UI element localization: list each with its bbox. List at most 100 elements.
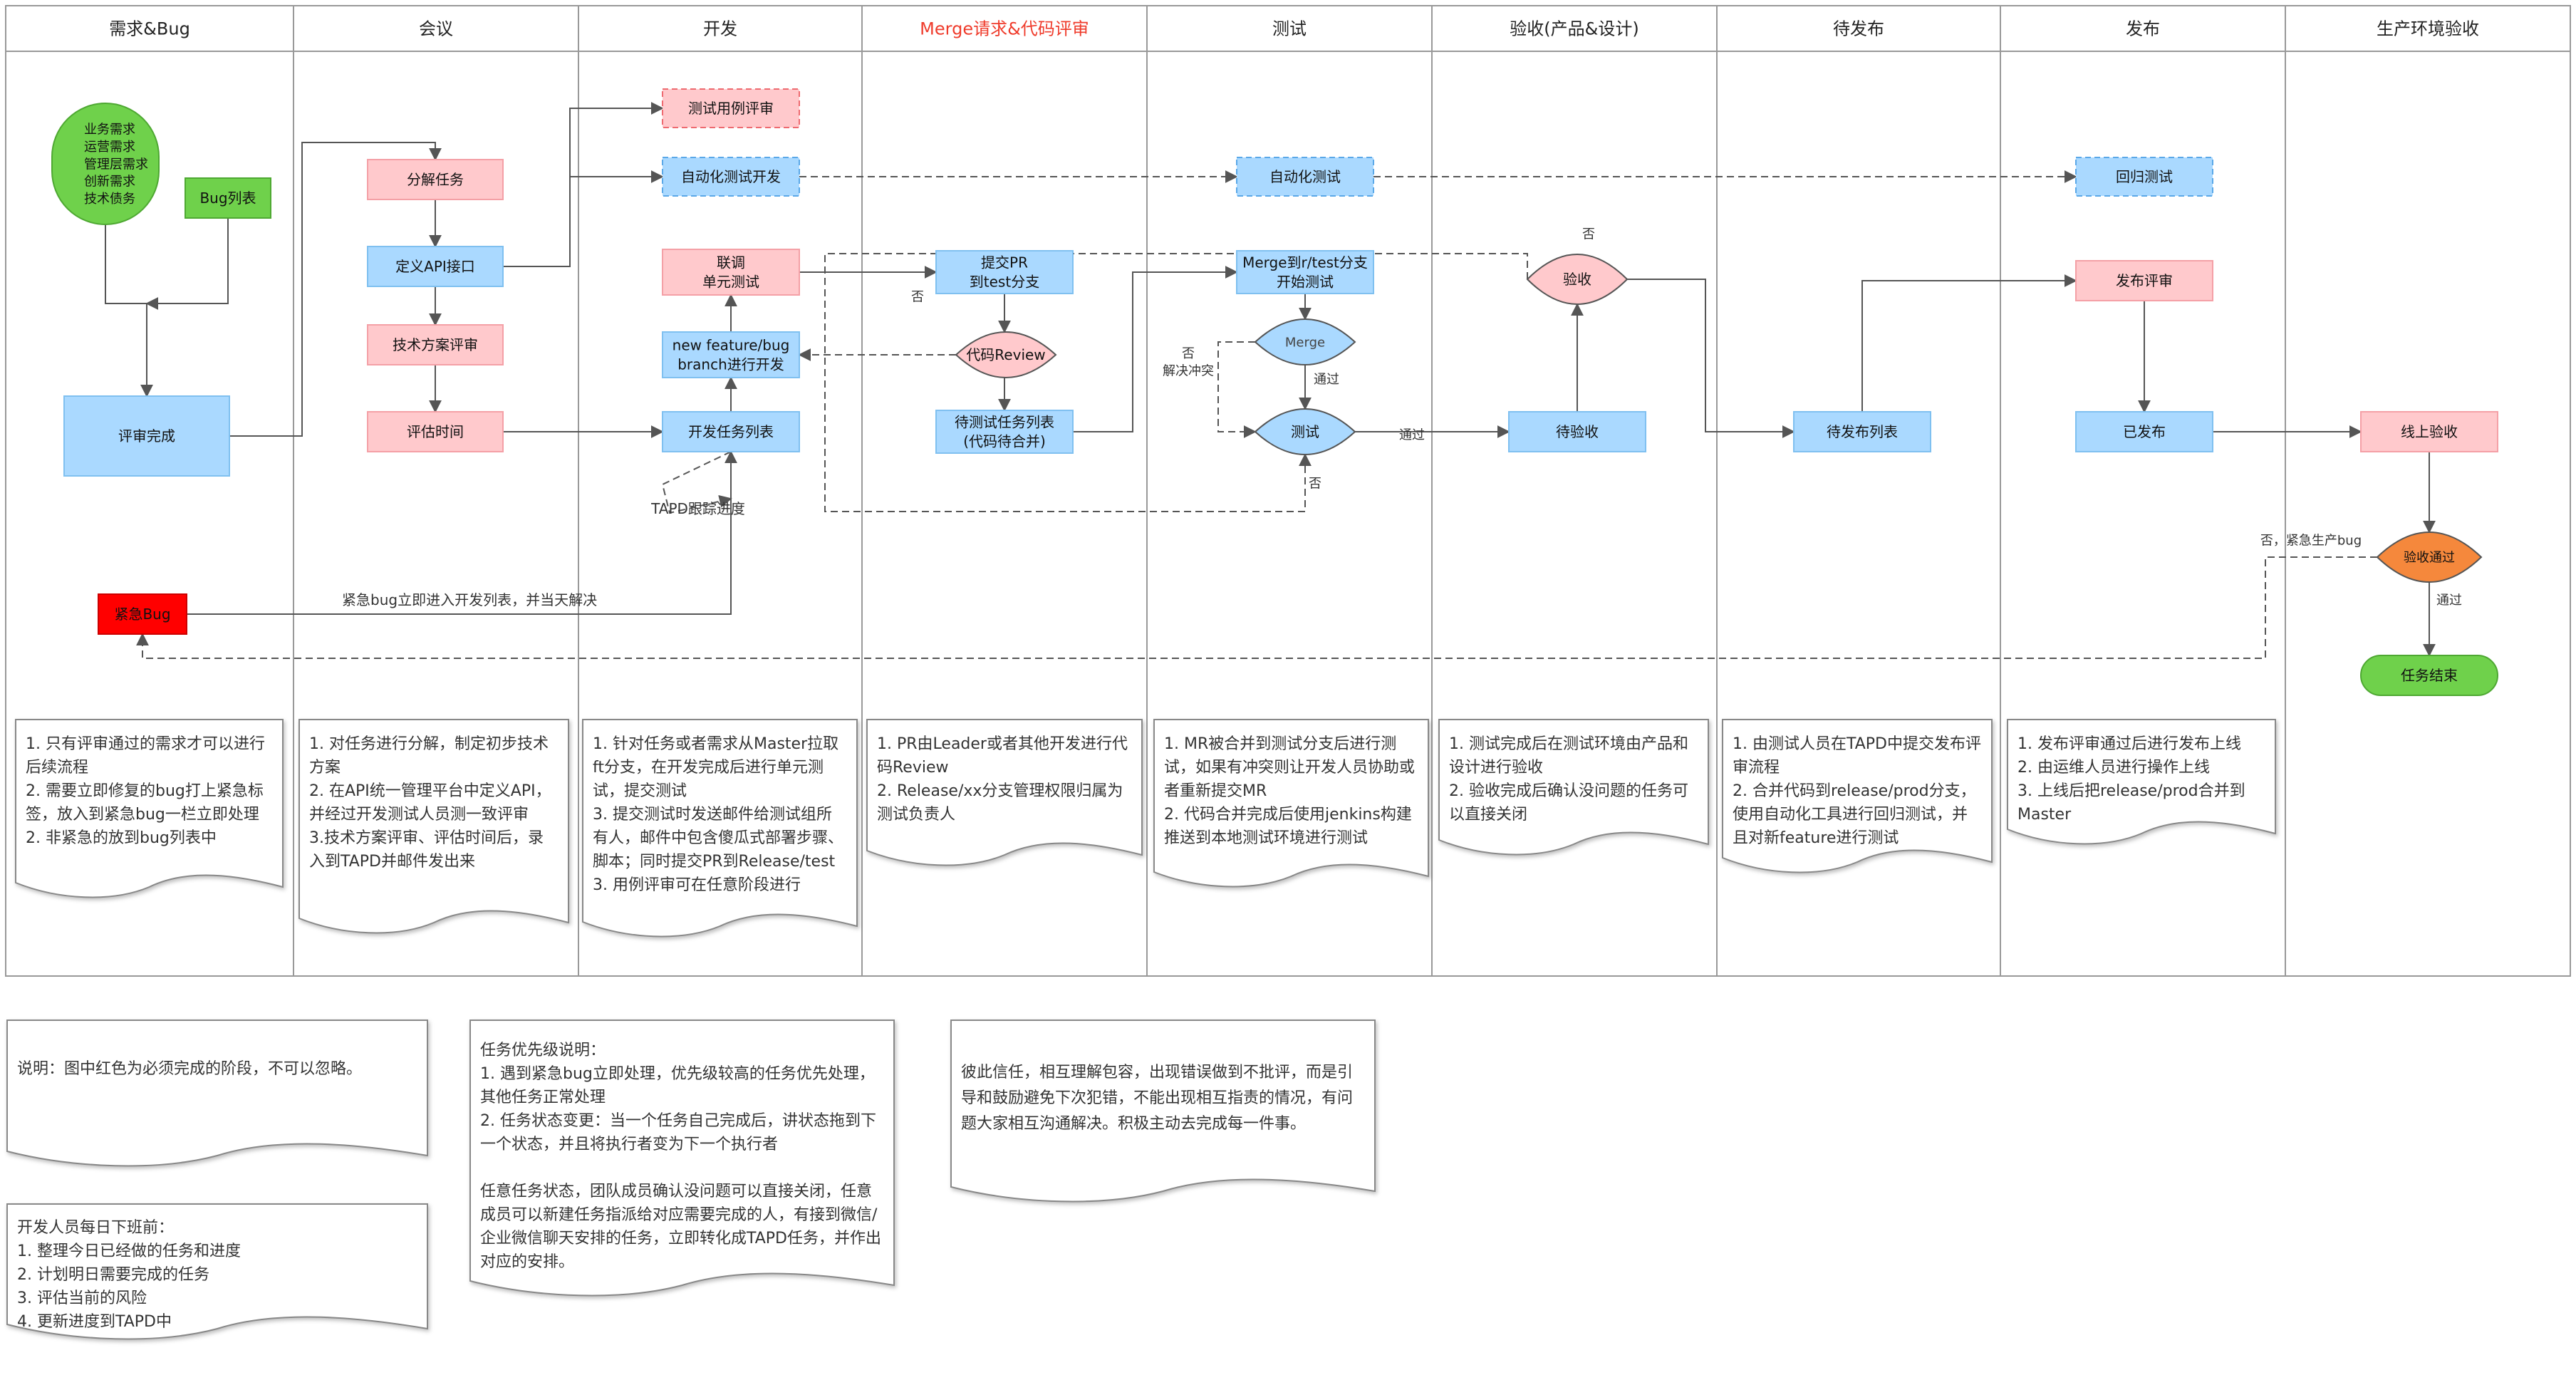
edge-label: 否	[1582, 227, 1595, 242]
node-label: 待发布列表	[1827, 423, 1898, 440]
edge-label: 通过	[1399, 427, 1425, 442]
note-shape-merge	[866, 719, 1143, 866]
note-shape-dev	[582, 719, 858, 938]
node-define-api: 定义API接口	[367, 246, 504, 287]
node-test-case-review: 测试用例评审	[662, 88, 800, 128]
edge-2	[145, 218, 229, 310]
node-dev-tasks: 开发任务列表	[662, 411, 800, 452]
node-urgent-bug: 紧急Bug	[98, 593, 187, 635]
edge-label-pass-1: 通过	[1314, 372, 1339, 387]
node-bug-list: Bug列表	[185, 177, 271, 219]
node-label: 联调单元测试	[702, 254, 759, 291]
edge-label-urgent: 紧急bug立即进入开发列表，并当天解决	[342, 591, 597, 608]
note-trust: 彼此信任，相互理解包容，出现错误做到不批评，而是引导和鼓励避免下次犯错，不能出现…	[961, 1064, 1354, 1133]
node-label: 开发任务列表	[688, 423, 774, 440]
node-label: 评审完成	[118, 427, 175, 445]
node-task-end: 任务结束	[2360, 655, 2498, 696]
node-merge-diamond: Merge	[1254, 318, 1356, 366]
node-auto-test-dev: 自动化测试开发	[662, 157, 800, 197]
note-shape-requirements	[15, 719, 284, 898]
note-shape-trust	[950, 1019, 1376, 1203]
lane-note-test: 1. MR被合并到测试分支后进行测试，如果有冲突则让开发人员协助或者重新提交MR…	[1164, 735, 1416, 847]
edge-23	[1627, 279, 1795, 438]
node-test-diamond: 测试	[1254, 408, 1356, 456]
lane-header-6: 验收(产品&设计)	[1510, 19, 1638, 38]
edge-32	[187, 450, 737, 615]
edge-1	[105, 224, 153, 398]
node-pending-accept: 待验收	[1508, 411, 1646, 452]
node-label: 技术方案评审	[393, 336, 478, 353]
node-pending-release: 待发布列表	[1793, 411, 1931, 452]
node-label: 紧急Bug	[114, 606, 170, 623]
node-label: 待测试任务列表(代码待合并)	[955, 414, 1054, 450]
note-priority: 任务优先级说明： 1. 遇到紧急bug立即处理，优先级较高的任务优先处理，其他任…	[480, 1042, 881, 1271]
note-shape-pending-release	[1722, 719, 1993, 873]
lane-header-3: 开发	[703, 19, 737, 38]
node-label: 验收	[1563, 271, 1591, 288]
edge-label: 通过	[2436, 593, 2462, 608]
edge-label-pass-2: 通过	[1399, 427, 1425, 442]
node-code-review: 代码Review	[955, 331, 1057, 379]
edge-label-urgent-prod: 否，紧急生产bug	[2260, 533, 2362, 548]
node-label: Bug列表	[199, 190, 256, 207]
node-accept-passed: 验收通过	[2376, 531, 2483, 583]
node-pending-test: 待测试任务列表(代码待合并)	[935, 410, 1074, 454]
edge-label-pass-3: 通过	[2436, 593, 2462, 608]
node-accept: 验收	[1526, 253, 1629, 306]
lane-note-meeting: 1. 对任务进行分解，制定初步技术方案 2. 在API统一管理平台中定义API，…	[309, 735, 551, 871]
node-label: 待验收	[1556, 423, 1599, 440]
node-label: 评估时间	[407, 423, 464, 440]
lane-header-1: 需求&Bug	[109, 19, 190, 38]
lane-header-5: 测试	[1272, 19, 1307, 38]
node-review-done: 评审完成	[63, 395, 230, 477]
edge-label-no-3: 否	[1309, 476, 1321, 491]
lane-note-dev: 1. 针对任务或者需求从Master拉取ft分支，在开发完成后进行单元测试，提交…	[593, 735, 844, 894]
note-shape-acceptance	[1438, 719, 1709, 856]
note-shape-release	[2007, 719, 2276, 845]
edge-3	[229, 142, 442, 437]
edge-label: 否	[1309, 476, 1321, 491]
edge-label: 否	[911, 289, 924, 304]
note-shape-explain	[6, 1019, 428, 1167]
node-label: 代码Review	[966, 346, 1045, 363]
note-shape-meeting	[298, 719, 569, 934]
note-explain: 说明：图中红色为必须完成的阶段，不可以忽略。	[17, 1060, 363, 1078]
node-release-review: 发布评审	[2075, 260, 2213, 301]
node-label: 测试用例评审	[688, 100, 774, 117]
edge-33	[661, 451, 732, 514]
edge-label: 通过	[1314, 372, 1339, 387]
lane-header-2: 会议	[419, 19, 453, 38]
node-label: 定义API接口	[395, 258, 475, 275]
node-released: 已发布	[2075, 411, 2213, 452]
edge-label-no-4: 否	[1582, 227, 1595, 242]
node-label: 测试	[1291, 423, 1319, 440]
node-req-group: 业务需求运营需求管理层需求创新需求技术债务	[51, 103, 160, 225]
node-online-accept: 线上验收	[2360, 411, 2498, 452]
node-label: Merge	[1285, 335, 1325, 350]
edge-24	[1861, 274, 2077, 412]
note-shape-daily	[6, 1203, 428, 1340]
node-label: Merge到r/test分支开始测试	[1242, 254, 1368, 291]
lane-header-7: 待发布	[1833, 19, 1884, 38]
node-label: 业务需求运营需求管理层需求创新需求技术债务	[84, 123, 148, 207]
node-label: 线上验收	[2401, 423, 2458, 440]
edge-label-no-1: 否	[911, 289, 924, 304]
node-decompose: 分解任务	[367, 159, 504, 200]
lane-note-requirements: 1. 只有评审通过的需求才可以进行后续流程 2. 需要立即修复的bug打上紧急标…	[26, 735, 265, 847]
lane-note-merge: 1. PR由Leader或者其他开发进行代码Review 2. Release/…	[877, 735, 1128, 824]
node-label: 发布评审	[2116, 272, 2173, 289]
lane-header-4: Merge请求&代码评审	[920, 19, 1089, 38]
node-tech-review: 技术方案评审	[367, 324, 504, 365]
edge-16	[1073, 266, 1238, 432]
lane-frame	[5, 5, 2571, 977]
edge-label: 否，紧急生产bug	[2260, 533, 2362, 548]
edge-22	[824, 253, 1528, 512]
node-label: 回归测试	[2116, 168, 2173, 185]
node-estimate: 评估时间	[367, 411, 504, 452]
edge-31	[136, 556, 2377, 659]
node-label: 自动化测试	[1269, 168, 1341, 185]
edge-label-tapd: TAPD跟踪进度	[650, 500, 745, 517]
